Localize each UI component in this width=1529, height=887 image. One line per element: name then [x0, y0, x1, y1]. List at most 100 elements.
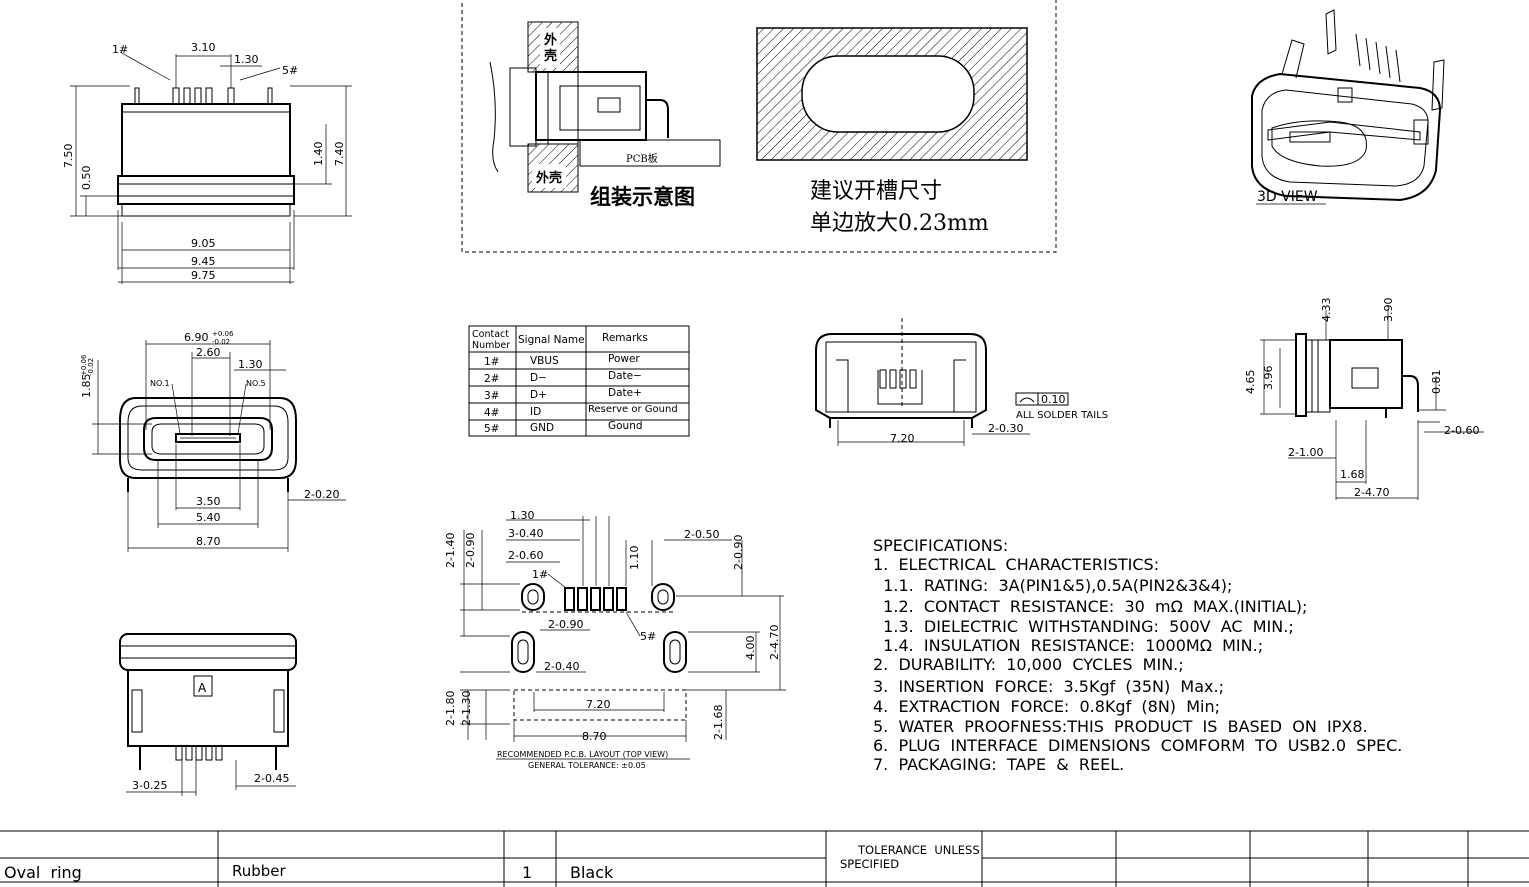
dim-2-0-20: 2-0.20: [304, 488, 339, 501]
pcb-dim-2-1-30: 2-1.30: [460, 691, 473, 726]
dim-1-68: 1.68: [1340, 468, 1365, 481]
spec-line-6: 6. PLUG INTERFACE DIMENSIONS COMFORM TO …: [873, 736, 1402, 755]
dim-9-45: 9.45: [191, 255, 216, 268]
dim-1-30b: 1.30: [238, 358, 263, 371]
pin-row-2-sig: D−: [530, 372, 547, 384]
th-signal: Signal Name: [518, 334, 585, 346]
dim-6-90-tol-up: +0.06: [212, 330, 234, 338]
pin-row-3-sig: D+: [530, 389, 547, 401]
dim-9-75: 9.75: [191, 269, 216, 282]
label-shell-bottom: 外壳: [535, 170, 562, 186]
pcb-dim-2-0-60: 2-0.60: [508, 549, 543, 562]
dim-5-40: 5.40: [196, 511, 221, 524]
pin-row-2-rem: Date−: [608, 370, 642, 382]
pcb-dim-2-0-90-left: 2-0.90: [464, 533, 477, 568]
label-3d-view: 3D VIEW: [1257, 189, 1318, 205]
spec-line-3: 3. INSERTION FORCE: 3.5Kgf (35N) Max.;: [873, 677, 1224, 696]
assembly-caption: 组装示意图: [590, 184, 695, 209]
view-3d: 3D VIEW: [1251, 9, 1445, 205]
spec-line-4: 4. EXTRACTION FORCE: 0.8Kgf (8N) Min;: [873, 697, 1220, 716]
bom-qty: 1: [522, 863, 532, 882]
slot-line-2: 单边放大0.23mm: [810, 211, 989, 236]
pin-row-4-sig: ID: [530, 406, 541, 418]
pcb-caption: RECOMMENDED P.C.B. LAYOUT (TOP VIEW): [497, 750, 668, 759]
top-view: 1# 5# 3.10 1.30 7.50 0.50 1.40 7.40 9.05…: [62, 41, 352, 284]
spec-line-1-1: 1.1. RATING: 3A(PIN1&5),0.5A(PIN2&3&4);: [873, 576, 1232, 595]
dim-1-30: 1.30: [234, 53, 259, 66]
dim-8-70: 8.70: [196, 535, 221, 548]
spec-line-1-3: 1.3. DIELECTRIC WITHSTANDING: 500V AC MI…: [873, 617, 1294, 636]
pin-row-4-rem: Reserve or Gound: [588, 404, 678, 415]
label-shell-top-1: 外壳: [543, 32, 557, 64]
bom-material: Rubber: [232, 862, 287, 880]
dim-2-1-00: 2-1.00: [1288, 446, 1323, 459]
pcb-dim-4-00: 4.00: [744, 636, 757, 661]
dim-1-40: 1.40: [312, 142, 325, 167]
bom-block: Oval ring Rubber 1 Black TOLERANCE UNLES…: [0, 830, 1529, 887]
pcb-dim-8-70: 8.70: [582, 730, 607, 743]
dim-1-85-tol-up: +0.06: [80, 354, 88, 376]
pcb-dim-2-4-70: 2-4.70: [768, 625, 781, 660]
label-no1: NO.1: [150, 379, 170, 388]
pin-row-1-num: 1#: [484, 356, 499, 368]
bom-color: Black: [570, 863, 614, 882]
pcb-dim-1-10: 1.10: [628, 546, 641, 571]
dim-6-90: 6.90: [184, 331, 209, 344]
dim-pin5: 5#: [282, 64, 298, 77]
label-no5: NO.5: [246, 379, 266, 388]
pcb-dim-2-0-90-right: 2-0.90: [732, 535, 745, 570]
spec-line-1: 1. ELECTRICAL CHARACTERISTICS:: [873, 555, 1159, 574]
pcb-dim-2-0-50: 2-0.50: [684, 528, 719, 541]
specifications: SPECIFICATIONS: 1. ELECTRICAL CHARACTERI…: [873, 536, 1402, 774]
spec-line-2: 2. DURABILITY: 10,000 CYCLES MIN.;: [873, 655, 1184, 674]
pcb-layout: 1.30 3-0.40 2-0.60 2-1.40 2-0.90 1.10 2-…: [444, 509, 786, 770]
pin-table: Contact Number Signal Name Remarks 1# VB…: [468, 325, 690, 437]
dim-9-05: 9.05: [191, 237, 216, 250]
dim-1-85-tol-dn: -0.02: [87, 358, 95, 376]
dim-1-85: 1.85: [80, 374, 93, 399]
dim-0-81: 0.81: [1430, 370, 1443, 395]
spec-line-1-2: 1.2. CONTACT RESISTANCE: 30 mΩ MAX.(INIT…: [873, 597, 1307, 616]
dim-7-50: 7.50: [62, 144, 75, 169]
pcb-dim-2-0-40: 2-0.40: [544, 660, 579, 673]
pin-row-1-sig: VBUS: [530, 355, 559, 367]
pin-row-5-num: 5#: [484, 423, 499, 435]
pcb-tolerance: GENERAL TOLERANCE: ±0.05: [528, 761, 646, 770]
pcb-dim-7-20: 7.20: [586, 698, 611, 711]
pcb-dim-2-1-68: 2-1.68: [712, 705, 725, 740]
tolerance-line-2: SPECIFIED: [840, 857, 899, 871]
dim-3-0-25: 3-0.25: [132, 779, 167, 792]
pcb-dim-2-1-40: 2-1.40: [444, 533, 457, 568]
dim-4-65: 4.65: [1244, 370, 1257, 395]
pin-row-5-rem: Gound: [608, 420, 643, 432]
bom-part: Oval ring: [4, 863, 82, 882]
spec-line-7: 7. PACKAGING: TAPE & REEL.: [873, 755, 1124, 774]
pin-row-4-num: 4#: [484, 407, 499, 419]
side-front-view: 0.10 ALL SOLDER TAILS 7.20 2-0.30: [815, 318, 1108, 446]
flatness-note: ALL SOLDER TAILS: [1016, 410, 1108, 421]
dim-3-10: 3.10: [191, 41, 216, 54]
dim-2-0-60: 2-0.60: [1444, 424, 1479, 437]
spec-line-1-4: 1.4. INSULATION RESISTANCE: 1000MΩ MIN.;: [873, 636, 1263, 655]
pcb-pin1: 1#: [532, 568, 548, 581]
dim-3-50: 3.50: [196, 495, 221, 508]
th-number: Number: [472, 340, 510, 351]
label-mark-a: A: [198, 681, 207, 695]
dim-3-96: 3.96: [1262, 366, 1275, 391]
pcb-dim-1-30: 1.30: [510, 509, 535, 522]
pin-row-1-rem: Power: [608, 353, 640, 365]
pin-row-3-num: 3#: [484, 390, 499, 402]
th-contact: Contact: [472, 329, 509, 340]
side-view: 4.33 3.90 4.65 3.96 0.81 2-0.60 2-1.00 1…: [1244, 298, 1484, 500]
spec-line-5: 5. WATER PROOFNESS:THIS PRODUCT IS BASED…: [873, 717, 1368, 736]
spec-heading: SPECIFICATIONS:: [873, 536, 1008, 555]
slot-line-1: 建议开槽尺寸: [810, 179, 942, 204]
dim-2-0-45: 2-0.45: [254, 772, 289, 785]
dim-7-40: 7.40: [333, 142, 346, 167]
dim-3-90: 3.90: [1382, 298, 1395, 323]
dim-2-60: 2.60: [196, 346, 221, 359]
pin-row-2-num: 2#: [484, 373, 499, 385]
front-view: 6.90 +0.06 -0.02 2.60 1.30 NO.1 NO.5 1.8…: [80, 330, 346, 552]
bottom-view: A 3-0.25 2-0.45: [119, 633, 297, 796]
pcb-dim-3-0-40: 3-0.40: [508, 527, 543, 540]
